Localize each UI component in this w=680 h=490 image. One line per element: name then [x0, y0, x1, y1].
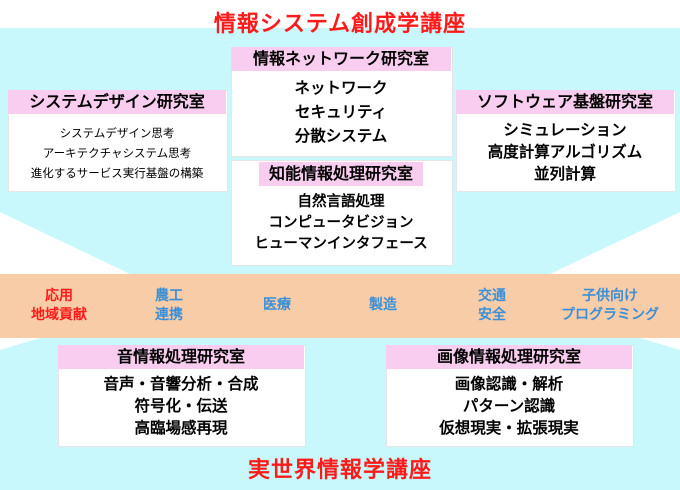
topic: ネットワーク — [294, 79, 388, 97]
topic: ヒューマンインタフェース — [254, 236, 428, 252]
topic: 音声・音響分析・合成 — [103, 375, 259, 393]
topic: 高臨場感再現 — [134, 419, 228, 437]
topic: 並列計算 — [533, 165, 596, 183]
topic: コンピュータビジョン — [268, 215, 414, 231]
network-lab-topics: ネットワーク セキュリティ 分散システム — [231, 76, 451, 148]
applications-band — [0, 274, 680, 338]
application-traffic-safety: 交通 安全 — [478, 288, 506, 323]
intelligent-lab-name: 知能情報処理研究室 — [259, 162, 423, 186]
bottom-title: 実世界情報学講座 — [247, 458, 432, 483]
top-title: 情報システム創成学講座 — [213, 12, 467, 37]
topic: 進化するサービス実行基盤の構築 — [30, 166, 204, 180]
topic: 分散システム — [294, 127, 388, 145]
topic: セキュリティ — [294, 103, 388, 121]
topic: パターン認識 — [462, 397, 556, 415]
topic: シミュレーション — [503, 121, 627, 139]
software-lab-topics: シミュレーション 高度計算アルゴリズム 並列計算 — [456, 119, 674, 185]
system-design-lab-name: システムデザイン研究室 — [8, 90, 226, 114]
intelligent-lab-topics: 自然言語処理 コンピュータビジョン ヒューマンインタフェース — [231, 192, 451, 255]
application-kids-programming: 子供向け プログラミング — [561, 288, 659, 323]
topic: 仮想現実・拡張現実 — [439, 419, 579, 437]
image-lab-name: 画像情報処理研究室 — [386, 345, 632, 369]
software-lab-name: ソフトウェア基盤研究室 — [456, 90, 674, 114]
application-medical: 医療 — [263, 297, 291, 313]
applications-heading: 応用 地域貢献 — [31, 288, 87, 323]
topic: アーキテクチャシステム思考 — [42, 146, 192, 160]
topic: システムデザイン思考 — [59, 126, 175, 140]
topic: 符号化・伝送 — [134, 397, 228, 415]
audio-lab-name: 音情報処理研究室 — [58, 345, 304, 369]
system-design-lab-topics: システムデザイン思考 アーキテクチャシステム思考 進化するサービス実行基盤の構築 — [8, 123, 226, 183]
application-manufacturing: 製造 — [369, 297, 397, 313]
audio-lab-topics: 音声・音響分析・合成 符号化・伝送 高臨場感再現 — [58, 373, 304, 439]
topic: 自然言語処理 — [297, 194, 385, 210]
image-lab-topics: 画像認識・解析 パターン認識 仮想現実・拡張現実 — [386, 373, 632, 439]
network-lab-name: 情報ネットワーク研究室 — [231, 47, 451, 71]
topic: 画像認識・解析 — [454, 375, 564, 393]
application-agri-industry: 農工 連携 — [155, 288, 183, 323]
topic: 高度計算アルゴリズム — [487, 143, 643, 161]
